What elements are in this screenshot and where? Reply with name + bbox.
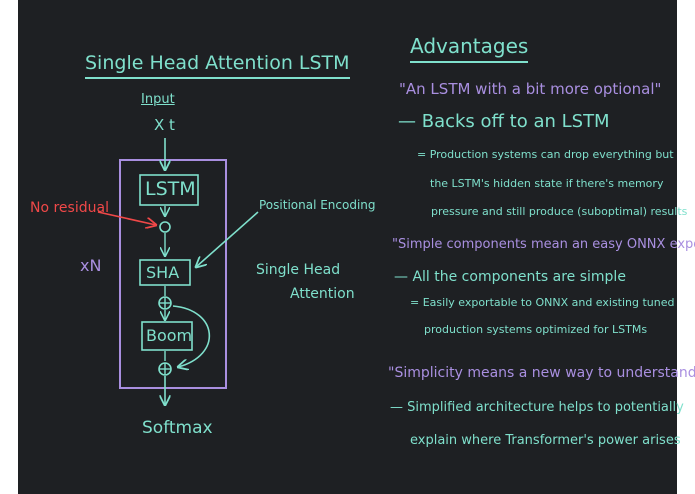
no-residual-node <box>159 221 171 233</box>
advantage-detail-1-3: pressure and still produce (suboptimal) … <box>431 205 688 218</box>
boom-box <box>141 321 193 351</box>
repeat-count-label: xN <box>80 256 102 275</box>
advantage-point-1: — Backs off to an LSTM <box>398 111 610 132</box>
residual-loop <box>172 305 211 367</box>
advantage-point-2: — All the components are simple <box>394 269 626 285</box>
input-variable: X t <box>154 116 175 134</box>
advantage-detail-2-2: production systems optimized for LSTMs <box>424 323 648 336</box>
sha-box <box>139 259 191 286</box>
sha-label: SHA <box>146 263 180 282</box>
advantage-quote-3: "Simplicity means a new way to understan… <box>388 365 695 381</box>
advantage-quote-2: "Simple components mean an easy ONNX exp… <box>392 237 695 252</box>
lstm-label: LSTM <box>145 178 196 200</box>
advantage-point-3: — Simplified architecture helps to poten… <box>390 400 684 415</box>
positional-encoding-label: Positional Encoding <box>259 198 376 212</box>
advantage-detail-3-1: explain where Transformer's power arises <box>410 433 681 448</box>
advantages-heading: Advantages <box>410 34 529 63</box>
no-residual-label: No residual <box>30 200 109 216</box>
boom-label: Boom <box>146 326 193 345</box>
lstm-box <box>139 174 199 206</box>
advantage-quote-1: "An LSTM with a bit more optional" <box>399 80 662 98</box>
diagram-title: Single Head Attention LSTM <box>85 52 350 79</box>
no-residual-arrow <box>97 211 156 225</box>
sha-expansion-line2: Attention <box>290 286 355 302</box>
advantage-detail-1-1: = Production systems can drop everything… <box>417 148 674 161</box>
blackboard: Single Head Attention LSTM Input X t LST… <box>18 0 695 494</box>
diagram-strokes <box>97 138 259 494</box>
advantage-detail-1-2: the LSTM's hidden state if there's memor… <box>430 177 664 190</box>
softmax-label: Softmax <box>142 418 213 438</box>
sha-expansion-line1: Single Head <box>256 262 341 278</box>
positional-encoding-arrow <box>196 211 259 267</box>
repeat-block-outline <box>119 159 227 389</box>
advantage-detail-2-1: = Easily exportable to ONNX and existing… <box>410 296 675 309</box>
input-label: Input <box>141 92 175 107</box>
